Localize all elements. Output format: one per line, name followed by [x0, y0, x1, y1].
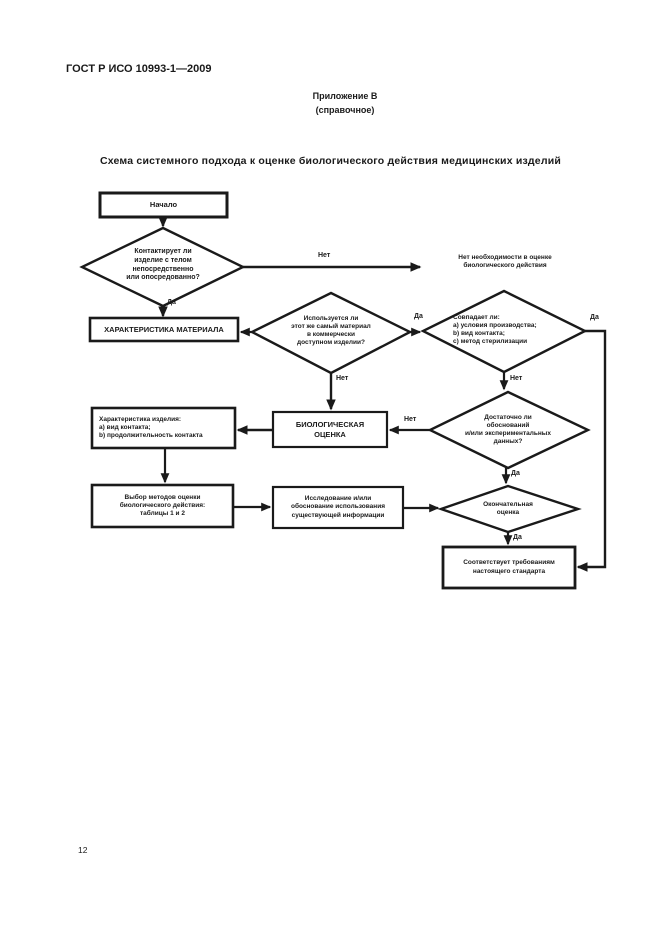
method-selection-node: Выбор методов оценки биологического дейс… — [119, 493, 206, 518]
page-header: ГОСТ Р ИСО 10993-1—2009 — [66, 63, 212, 75]
match-yes-label: Да — [590, 314, 599, 321]
sufficient-data-diamond-shape — [427, 390, 591, 470]
contact-yes-label: Да — [167, 299, 176, 306]
material-characteristics-node: ХАРАКТЕРИСТИКА МАТЕРИАЛА — [104, 324, 224, 334]
match-diamond-shape — [420, 289, 588, 374]
contact-question-node: Контактирует ли изделие с телом непосред… — [126, 248, 200, 282]
sufficient-yes-label: Да — [511, 470, 520, 477]
research-justification-node: Исследование и/или обоснование использов… — [291, 495, 385, 519]
match-no-label: Нет — [510, 375, 523, 382]
final-evaluation-node: Окончательная оценка — [483, 501, 533, 517]
device-characteristics-node: Характеристика изделия: а) вид контакта;… — [99, 415, 203, 440]
same-material-diamond-shape — [249, 291, 413, 375]
final-yes-label: Да — [513, 534, 522, 541]
appendix-type: (справочное) — [315, 105, 375, 115]
page-number: 12 — [78, 845, 88, 855]
biological-evaluation-node: БИОЛОГИЧЕСКАЯ ОЦЕНКА — [295, 420, 365, 439]
no-evaluation-needed-text: Нет необходимости в оценке биологическог… — [458, 254, 552, 270]
same-material-yes-label: Да — [414, 313, 423, 320]
bio-eval-box-shape — [271, 410, 389, 449]
start-node: Начало — [149, 200, 178, 210]
appendix-label: Приложение В — [312, 91, 378, 101]
research-box-shape — [271, 485, 405, 530]
diagram-title: Схема системного подхода к оценке биолог… — [99, 155, 562, 167]
methods-box-shape — [90, 483, 235, 529]
sufficient-data-question-node: Достаточно ли обоснований и/или эксперим… — [465, 414, 551, 446]
material-box-shape — [88, 316, 240, 343]
wire-match-yes — [576, 329, 607, 572]
start-box-shape — [98, 191, 229, 219]
same-material-no-label: Нет — [336, 375, 349, 382]
contact-diamond-shape — [79, 226, 246, 308]
same-material-question-node: Используется ли этот же самый материал в… — [291, 315, 371, 347]
complies-standard-node: Соответствует требованиям настоящего ста… — [463, 559, 555, 575]
complies-box-shape — [441, 545, 577, 590]
contact-no-label: Нет — [318, 252, 331, 259]
device-char-box-shape — [90, 406, 237, 450]
match-question-node: Совпадает ли: а) условия производства; b… — [453, 314, 537, 346]
sufficient-no-label: Нет — [404, 416, 417, 423]
final-eval-diamond-shape — [437, 484, 582, 534]
